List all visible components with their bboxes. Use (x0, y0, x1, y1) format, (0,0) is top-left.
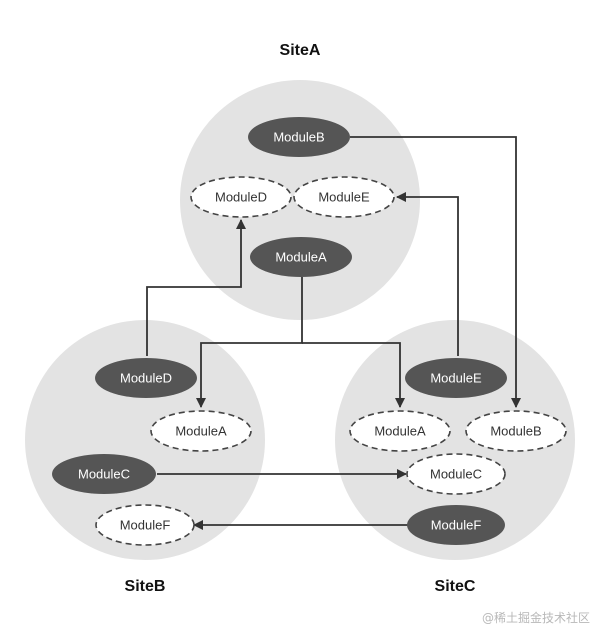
connector-a-moduleA-to-b-moduleA (196, 277, 303, 408)
module-a-moduleA: ModuleA (250, 237, 352, 277)
site-b-circle (25, 320, 265, 560)
svg-text:ModuleC: ModuleC (430, 467, 482, 482)
connector-a-moduleB-to-c-moduleB (350, 136, 521, 408)
svg-text:ModuleB: ModuleB (490, 424, 541, 439)
connector-b-moduleD-to-a-moduleD (146, 219, 246, 356)
svg-text:ModuleA: ModuleA (175, 424, 227, 439)
module-c-moduleB: ModuleB (465, 410, 567, 452)
connector-a-moduleA-to-c-moduleA (302, 342, 405, 408)
module-b-moduleA: ModuleA (150, 410, 252, 452)
module-a-moduleE: ModuleE (293, 176, 395, 218)
svg-text:ModuleD: ModuleD (120, 371, 172, 386)
svg-text:ModuleF: ModuleF (431, 518, 482, 533)
svg-text:ModuleA: ModuleA (275, 250, 327, 265)
connector-c-moduleE-to-a-moduleE (396, 192, 459, 356)
site-b-label: SiteB (125, 578, 166, 595)
module-b-moduleC: ModuleC (52, 454, 156, 494)
svg-text:ModuleB: ModuleB (273, 130, 324, 145)
watermark: @稀土掘金技术社区 (481, 611, 590, 625)
svg-text:ModuleA: ModuleA (374, 424, 426, 439)
module-a-moduleB: ModuleB (248, 117, 350, 157)
module-b-moduleF: ModuleF (95, 504, 195, 546)
svg-text:ModuleC: ModuleC (78, 467, 130, 482)
module-c-moduleF: ModuleF (407, 505, 505, 545)
svg-text:ModuleE: ModuleE (318, 190, 370, 205)
module-b-moduleD: ModuleD (95, 358, 197, 398)
module-c-moduleC: ModuleC (406, 453, 506, 495)
svg-text:ModuleF: ModuleF (120, 518, 171, 533)
module-c-moduleE: ModuleE (405, 358, 507, 398)
svg-text:ModuleD: ModuleD (215, 190, 267, 205)
module-a-moduleD: ModuleD (190, 176, 292, 218)
site-c-label: SiteC (435, 578, 476, 595)
svg-text:ModuleE: ModuleE (430, 371, 482, 386)
site-a-label: SiteA (280, 42, 321, 59)
site-c-circle (335, 320, 575, 560)
module-c-moduleA: ModuleA (349, 410, 451, 452)
